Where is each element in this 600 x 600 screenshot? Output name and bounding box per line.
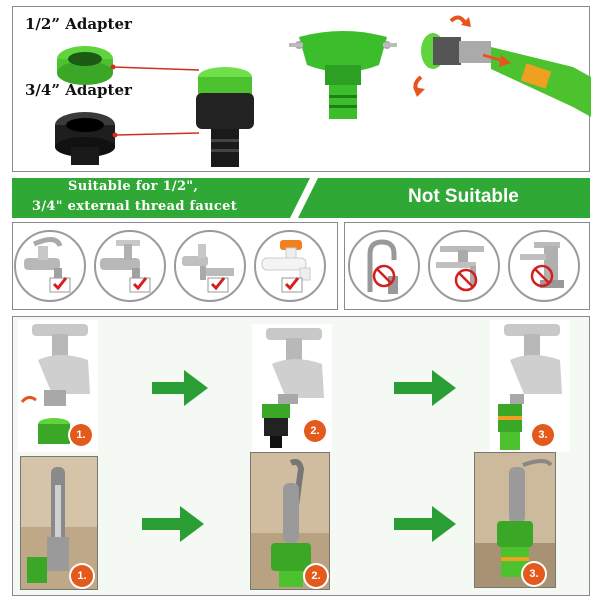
step-badge: 3. [532, 424, 554, 446]
step3-wall-tap-photo: 3. [474, 452, 556, 588]
step-badge: 2. [304, 420, 326, 442]
faucet-mixer-icon [428, 230, 500, 302]
step-badge: 2. [305, 565, 327, 587]
step-badge: 3. [523, 563, 545, 585]
step3-faucet-photo: 3. [490, 320, 570, 452]
faucet-classic-icon [14, 230, 86, 302]
faucet-plastic-icon [254, 230, 326, 302]
suitable-label-line1: Suitable for 1/2", [68, 179, 199, 194]
suitability-banner [12, 178, 590, 218]
step2-wall-tap-photo: 2. [250, 452, 330, 590]
half-inch-adapter-label: 1/2” Adapter [25, 15, 132, 33]
step-badge: 1. [71, 565, 93, 587]
faucet-gooseneck-icon [348, 230, 420, 302]
arrow-right-icon [394, 506, 456, 542]
three-quarter-adapter-icon [55, 112, 115, 165]
arrow-right-icon [394, 370, 456, 406]
step2-faucet-photo: 2. [252, 324, 332, 452]
step-badge: 1. [70, 424, 92, 446]
suitable-label-line2: 3/4" external thread faucet [32, 199, 237, 214]
adapter-illustration [55, 15, 591, 167]
arrow-right-icon [152, 370, 208, 406]
universal-tap-connector-icon [289, 31, 397, 119]
half-inch-adapter-icon [57, 46, 113, 85]
faucet-lever-icon [94, 230, 166, 302]
step1-faucet-photo: 1. [18, 320, 98, 452]
three-quarter-adapter-label: 3/4” Adapter [25, 81, 132, 99]
faucet-garden-icon [174, 230, 246, 302]
arrow-right-icon [142, 506, 204, 542]
not-suitable-label: Not Suitable [408, 186, 519, 207]
adapter-overview-panel: 1/2” Adapter 3/4” Adapter [12, 6, 591, 172]
step1-wall-tap-photo: 1. [20, 456, 98, 590]
hose-connector-icon [421, 33, 591, 117]
tap-connector-assembly-icon [196, 67, 254, 167]
faucet-basin-icon [508, 230, 580, 302]
